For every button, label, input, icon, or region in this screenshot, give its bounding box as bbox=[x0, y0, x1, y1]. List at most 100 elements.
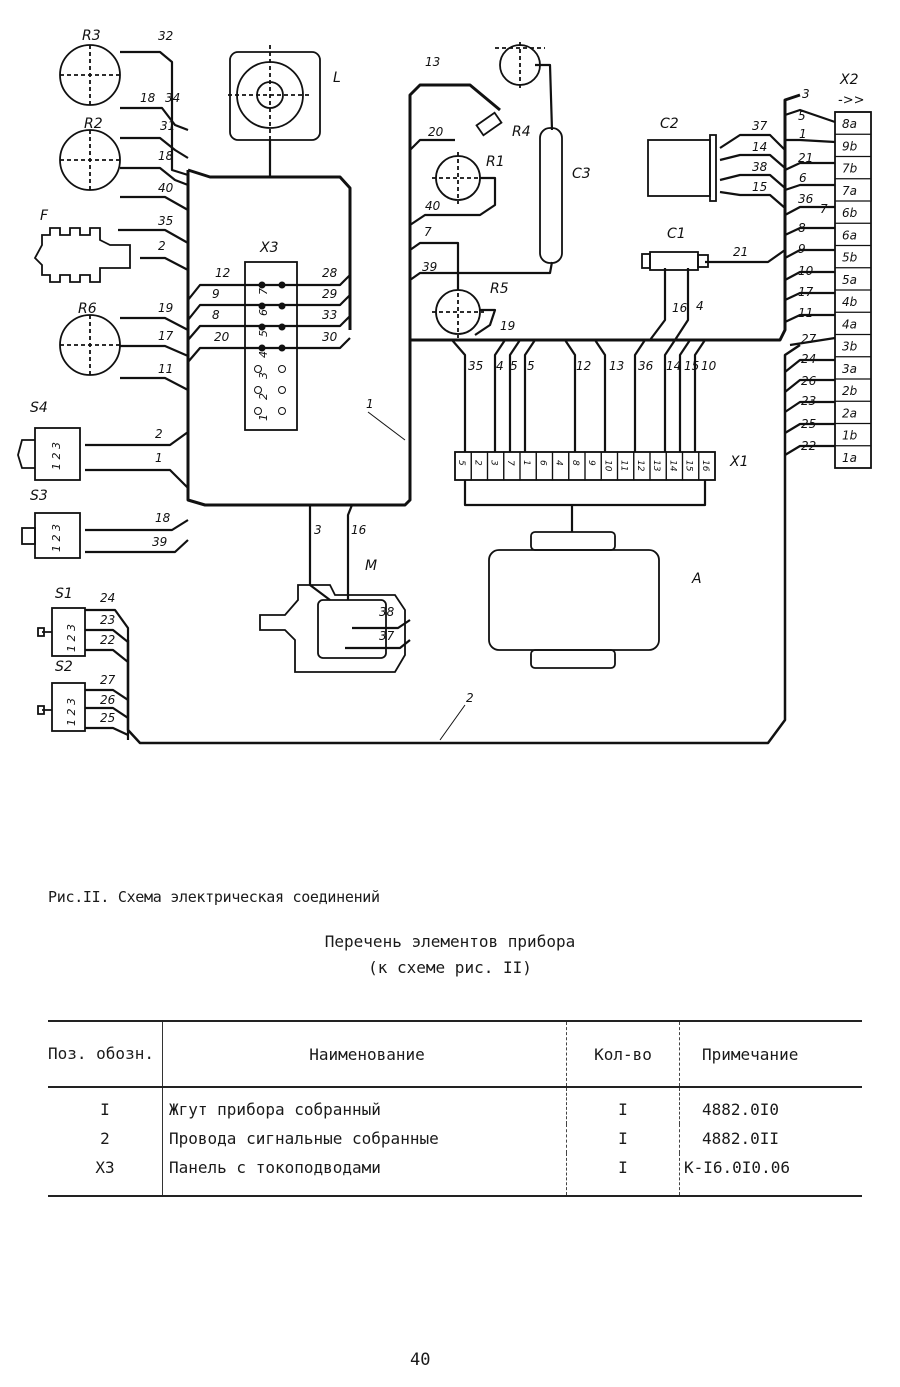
wire bbox=[784, 378, 835, 393]
switch-pin-label: 1 2 3 bbox=[50, 524, 63, 552]
wire-number-label: 25 bbox=[100, 711, 115, 725]
x1-pin-label: 7 bbox=[505, 460, 515, 466]
wire bbox=[85, 648, 129, 663]
wire bbox=[474, 308, 497, 336]
x1-pin-label: 9 bbox=[586, 460, 596, 466]
wire-number-label: 15 bbox=[752, 180, 767, 194]
resistor-R2-symbol bbox=[59, 129, 121, 191]
wire-number-label: 26 bbox=[100, 693, 116, 707]
wire-number-label: 1 bbox=[799, 127, 807, 141]
resistor-R1-symbol bbox=[432, 152, 484, 204]
wire bbox=[187, 274, 351, 301]
x1-pin-label: 3 bbox=[489, 460, 499, 466]
x1-pin-cell bbox=[519, 451, 537, 481]
component-label-s1: S1 bbox=[55, 586, 73, 602]
wire-number-label: 36 bbox=[798, 192, 814, 206]
wire bbox=[85, 468, 189, 489]
wire bbox=[120, 195, 189, 211]
x1-pin-cell bbox=[535, 451, 554, 481]
wire-number-label: 31 bbox=[160, 119, 175, 133]
wire-number-label: 3 bbox=[314, 523, 322, 537]
wire bbox=[120, 136, 189, 159]
x3-contact bbox=[278, 365, 286, 373]
x1-pin-label: 13 bbox=[651, 460, 661, 472]
wire bbox=[120, 106, 189, 132]
cell-position: X3 bbox=[48, 1153, 163, 1197]
wire-number-label: 35 bbox=[468, 359, 483, 373]
cell-note: 4882.0II bbox=[702, 1129, 780, 1148]
x1-pin-cell bbox=[551, 451, 570, 481]
switch-S1-symbol bbox=[37, 607, 86, 657]
wire bbox=[187, 315, 351, 341]
wire bbox=[409, 138, 455, 151]
wire bbox=[633, 339, 646, 452]
wire-number-label: 26 bbox=[801, 374, 817, 388]
cell-quantity: I bbox=[566, 1153, 680, 1197]
wire-number-label: 9 bbox=[212, 287, 220, 301]
wire-number-label: 6 bbox=[799, 171, 807, 185]
wire bbox=[719, 133, 786, 151]
list-title: Перечень элементов прибора bbox=[324, 932, 576, 951]
x3-pin-label: 7 bbox=[257, 288, 270, 295]
table-header-row: Поз. обозн. Наименование Кол-во Примечан… bbox=[48, 1020, 862, 1088]
x3-contact bbox=[258, 281, 266, 289]
cell-name: Жгут прибора собранный bbox=[162, 1087, 567, 1124]
leader-line bbox=[367, 411, 406, 441]
component-label-c3: C3 bbox=[572, 166, 591, 182]
wire bbox=[187, 294, 351, 321]
header-name: Наименование bbox=[162, 1020, 567, 1088]
x1-pin-cell bbox=[454, 451, 472, 481]
wire bbox=[678, 339, 691, 452]
x3-contact bbox=[254, 386, 262, 394]
wire bbox=[352, 619, 411, 630]
wire bbox=[719, 190, 786, 209]
wire bbox=[120, 166, 189, 187]
wire-number-label: 38 bbox=[752, 160, 768, 174]
wire bbox=[345, 639, 411, 650]
wire-number-label: 27 bbox=[100, 673, 116, 687]
cell-quantity: I bbox=[566, 1124, 680, 1153]
wire bbox=[784, 248, 835, 259]
wire-number-label: 29 bbox=[322, 287, 337, 301]
x2-terminal-label: 7a bbox=[842, 184, 857, 198]
cell-note: 4882.0I0 bbox=[702, 1100, 780, 1119]
wire-number-label: 11 bbox=[158, 362, 173, 376]
wire-number-label: 18 bbox=[158, 149, 174, 163]
wire-number-label: 27 bbox=[801, 332, 817, 346]
wire bbox=[85, 608, 130, 740]
header-quantity: Кол-во bbox=[566, 1020, 680, 1088]
wire bbox=[719, 173, 786, 189]
wire bbox=[85, 628, 129, 643]
x3-contact bbox=[258, 302, 266, 310]
x1-pin-label: 6 bbox=[537, 460, 547, 466]
wire-number-label: 28 bbox=[322, 266, 338, 280]
wiring-diagram: R3R2FR6S4S3S1S2X3LR4R1C3R5C2C1X2MAX1->>3… bbox=[17, 28, 872, 745]
wire-number-label: 21 bbox=[798, 151, 813, 165]
wire-number-label: 2 bbox=[158, 239, 166, 253]
wire-number-label: 38 bbox=[379, 605, 395, 619]
wire-number-label: 37 bbox=[379, 629, 395, 643]
x1-pin-cell bbox=[470, 451, 489, 481]
x3-pin-label: 3 bbox=[257, 372, 270, 379]
wire-number-label: 40 bbox=[158, 181, 174, 195]
wire bbox=[784, 161, 835, 171]
harness-trunk-top bbox=[187, 168, 352, 330]
cell-quantity: I bbox=[566, 1087, 680, 1124]
wire bbox=[719, 153, 786, 169]
wire bbox=[564, 339, 577, 452]
wire bbox=[120, 316, 189, 331]
x1-pin-label: 15 bbox=[684, 460, 694, 472]
wire-number-label: 12 bbox=[215, 266, 230, 280]
cell-name: Провода сигнальные собранные bbox=[162, 1124, 567, 1153]
wire bbox=[784, 400, 835, 413]
wire bbox=[508, 339, 521, 452]
wire bbox=[85, 706, 129, 719]
wire-number-label: 19 bbox=[500, 319, 515, 333]
x1-pin-cell bbox=[584, 451, 602, 481]
x3-contact bbox=[278, 386, 286, 394]
component-label-m: M bbox=[365, 558, 377, 574]
wire bbox=[784, 422, 835, 434]
component-label-f: F bbox=[40, 208, 49, 224]
wire bbox=[346, 504, 354, 600]
x1-pin-label: 4 bbox=[554, 460, 564, 466]
